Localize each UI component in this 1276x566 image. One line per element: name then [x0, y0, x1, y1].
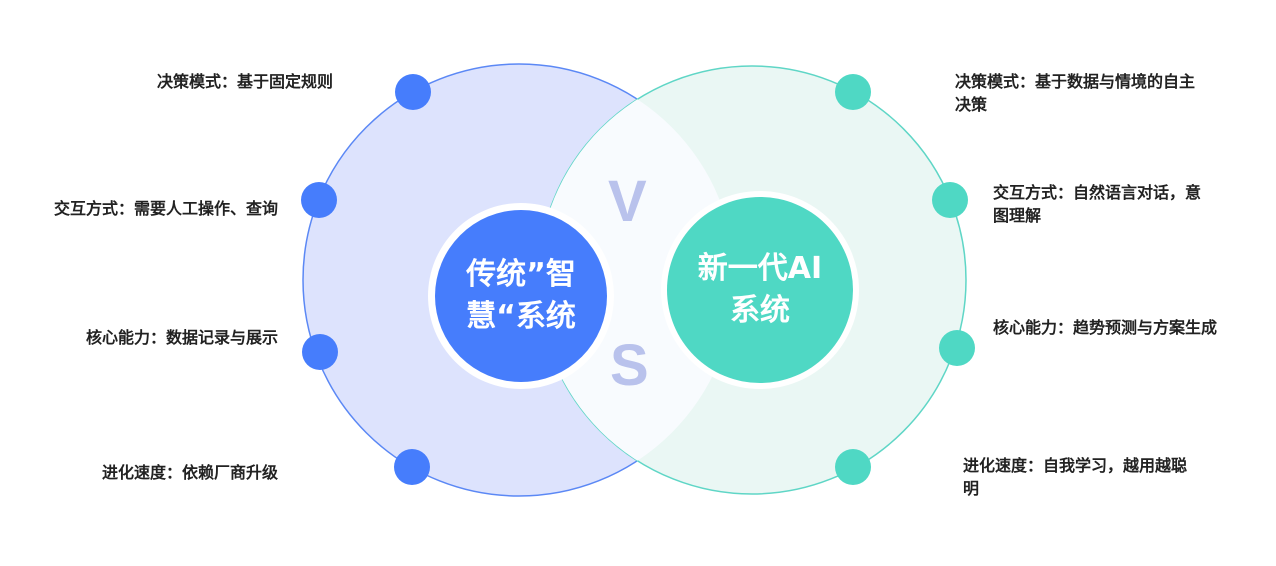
intersection-lens [538, 66, 735, 494]
right-inner-circle [667, 197, 853, 383]
vs-letter-s: S [610, 333, 649, 398]
left-item-4: 进化速度：依赖厂商升级 [101, 463, 278, 482]
left-item-3: 核心能力：数据记录与展示 [85, 328, 278, 347]
right-dot-3 [939, 330, 975, 366]
right-dot-1 [835, 74, 871, 110]
left-inner-circle [435, 210, 607, 382]
right-system-title: 新一代AI系统 [697, 251, 823, 328]
left-dot-2 [301, 182, 337, 218]
left-dot-3 [302, 334, 338, 370]
vs-letter-v: V [608, 169, 647, 234]
right-dot-2 [932, 182, 968, 218]
left-system-title: 传统”智慧“系统 [466, 257, 576, 334]
right-item-4: 进化速度：自我学习，越用越聪明 [963, 456, 1188, 498]
right-item-1: 决策模式：基于数据与情境的自主决策 [955, 72, 1196, 114]
right-item-3: 核心能力：趋势预测与方案生成 [993, 318, 1218, 337]
left-item-1: 决策模式：基于固定规则 [156, 72, 333, 91]
left-item-2: 交互方式：需要人工操作、查询 [53, 199, 278, 218]
left-dot-1 [395, 74, 431, 110]
right-item-2: 交互方式：自然语言对话，意图理解 [993, 183, 1202, 225]
right-dot-4 [835, 449, 871, 485]
left-dot-4 [394, 449, 430, 485]
